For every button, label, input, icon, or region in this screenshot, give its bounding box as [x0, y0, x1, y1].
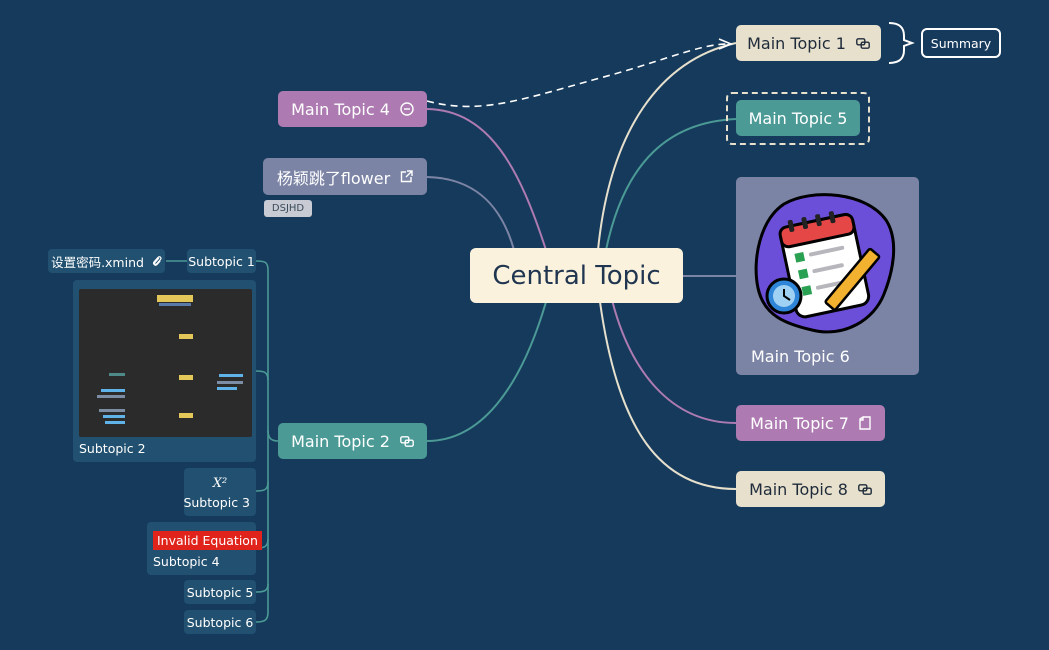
main-topic-1-label: Main Topic 1 — [747, 33, 846, 53]
subtopic-6[interactable]: Subtopic 6 — [184, 610, 256, 634]
invalid-equation-badge: Invalid Equation — [153, 531, 262, 550]
subtopic-4[interactable]: Invalid Equation Subtopic 4 — [147, 522, 262, 575]
main-topic-8[interactable]: Main Topic 8 — [736, 471, 885, 507]
summary-label: Summary — [930, 35, 992, 51]
main-topic-4[interactable]: Main Topic 4 — [278, 91, 427, 127]
subtopic-5-label: Subtopic 5 — [186, 584, 254, 600]
attachment-label: 设置密码.xmind — [51, 254, 144, 270]
link-topic-label: 杨颖跳了flower — [276, 168, 391, 188]
external-link-icon[interactable] — [400, 170, 413, 183]
main-topic-2[interactable]: Main Topic 2 — [278, 423, 427, 459]
paperclip-icon[interactable] — [152, 255, 162, 267]
subtopic-1-label: Subtopic 1 — [188, 253, 255, 269]
attachment-topic[interactable]: 设置密码.xmind — [48, 249, 165, 273]
linked-topics-icon[interactable] — [400, 435, 414, 447]
main-topic-7-label: Main Topic 7 — [750, 413, 849, 433]
label-tag: DSJHD — [264, 200, 312, 217]
main-topic-5-label: Main Topic 5 — [748, 108, 848, 128]
equation-x-squared: X² — [212, 476, 228, 491]
subtopic-4-label: Subtopic 4 — [153, 554, 220, 569]
central-topic[interactable]: Central Topic — [470, 248, 683, 303]
subtopic-3[interactable]: X² Subtopic 3 — [183, 468, 256, 516]
main-topic-7[interactable]: Main Topic 7 — [736, 405, 885, 441]
main-topic-5-selection — [726, 92, 870, 145]
note-icon[interactable] — [859, 416, 871, 430]
mindmap-thumbnail — [79, 289, 252, 437]
calendar-checklist-illustration — [754, 193, 896, 334]
central-topic-label: Central Topic — [492, 260, 661, 291]
subtopic-1[interactable]: Subtopic 1 — [187, 249, 256, 273]
label-tag-text: DSJHD — [271, 203, 305, 214]
linked-topics-icon[interactable] — [856, 37, 870, 49]
linked-topics-icon[interactable] — [858, 483, 872, 495]
subtopic-6-label: Subtopic 6 — [186, 614, 254, 630]
subtopic-5[interactable]: Subtopic 5 — [184, 580, 256, 604]
subtopic-3-label: Subtopic 3 — [183, 495, 250, 510]
main-topic-1[interactable]: Main Topic 1 — [736, 25, 881, 61]
collapse-minus-icon[interactable] — [400, 102, 414, 116]
subtopic-2[interactable]: Subtopic 2 — [73, 280, 256, 462]
main-topic-4-label: Main Topic 4 — [291, 99, 390, 119]
main-topic-6-label: Main Topic 6 — [751, 347, 850, 366]
summary-topic[interactable]: Summary — [921, 28, 1001, 58]
main-topic-2-label: Main Topic 2 — [291, 431, 390, 451]
main-topic-6[interactable]: Main Topic 6 — [736, 177, 919, 375]
main-topic-5[interactable]: Main Topic 5 — [736, 100, 860, 136]
subtopic-2-label: Subtopic 2 — [79, 441, 146, 456]
main-topic-8-label: Main Topic 8 — [749, 479, 848, 499]
link-topic[interactable]: 杨颖跳了flower — [263, 158, 427, 195]
